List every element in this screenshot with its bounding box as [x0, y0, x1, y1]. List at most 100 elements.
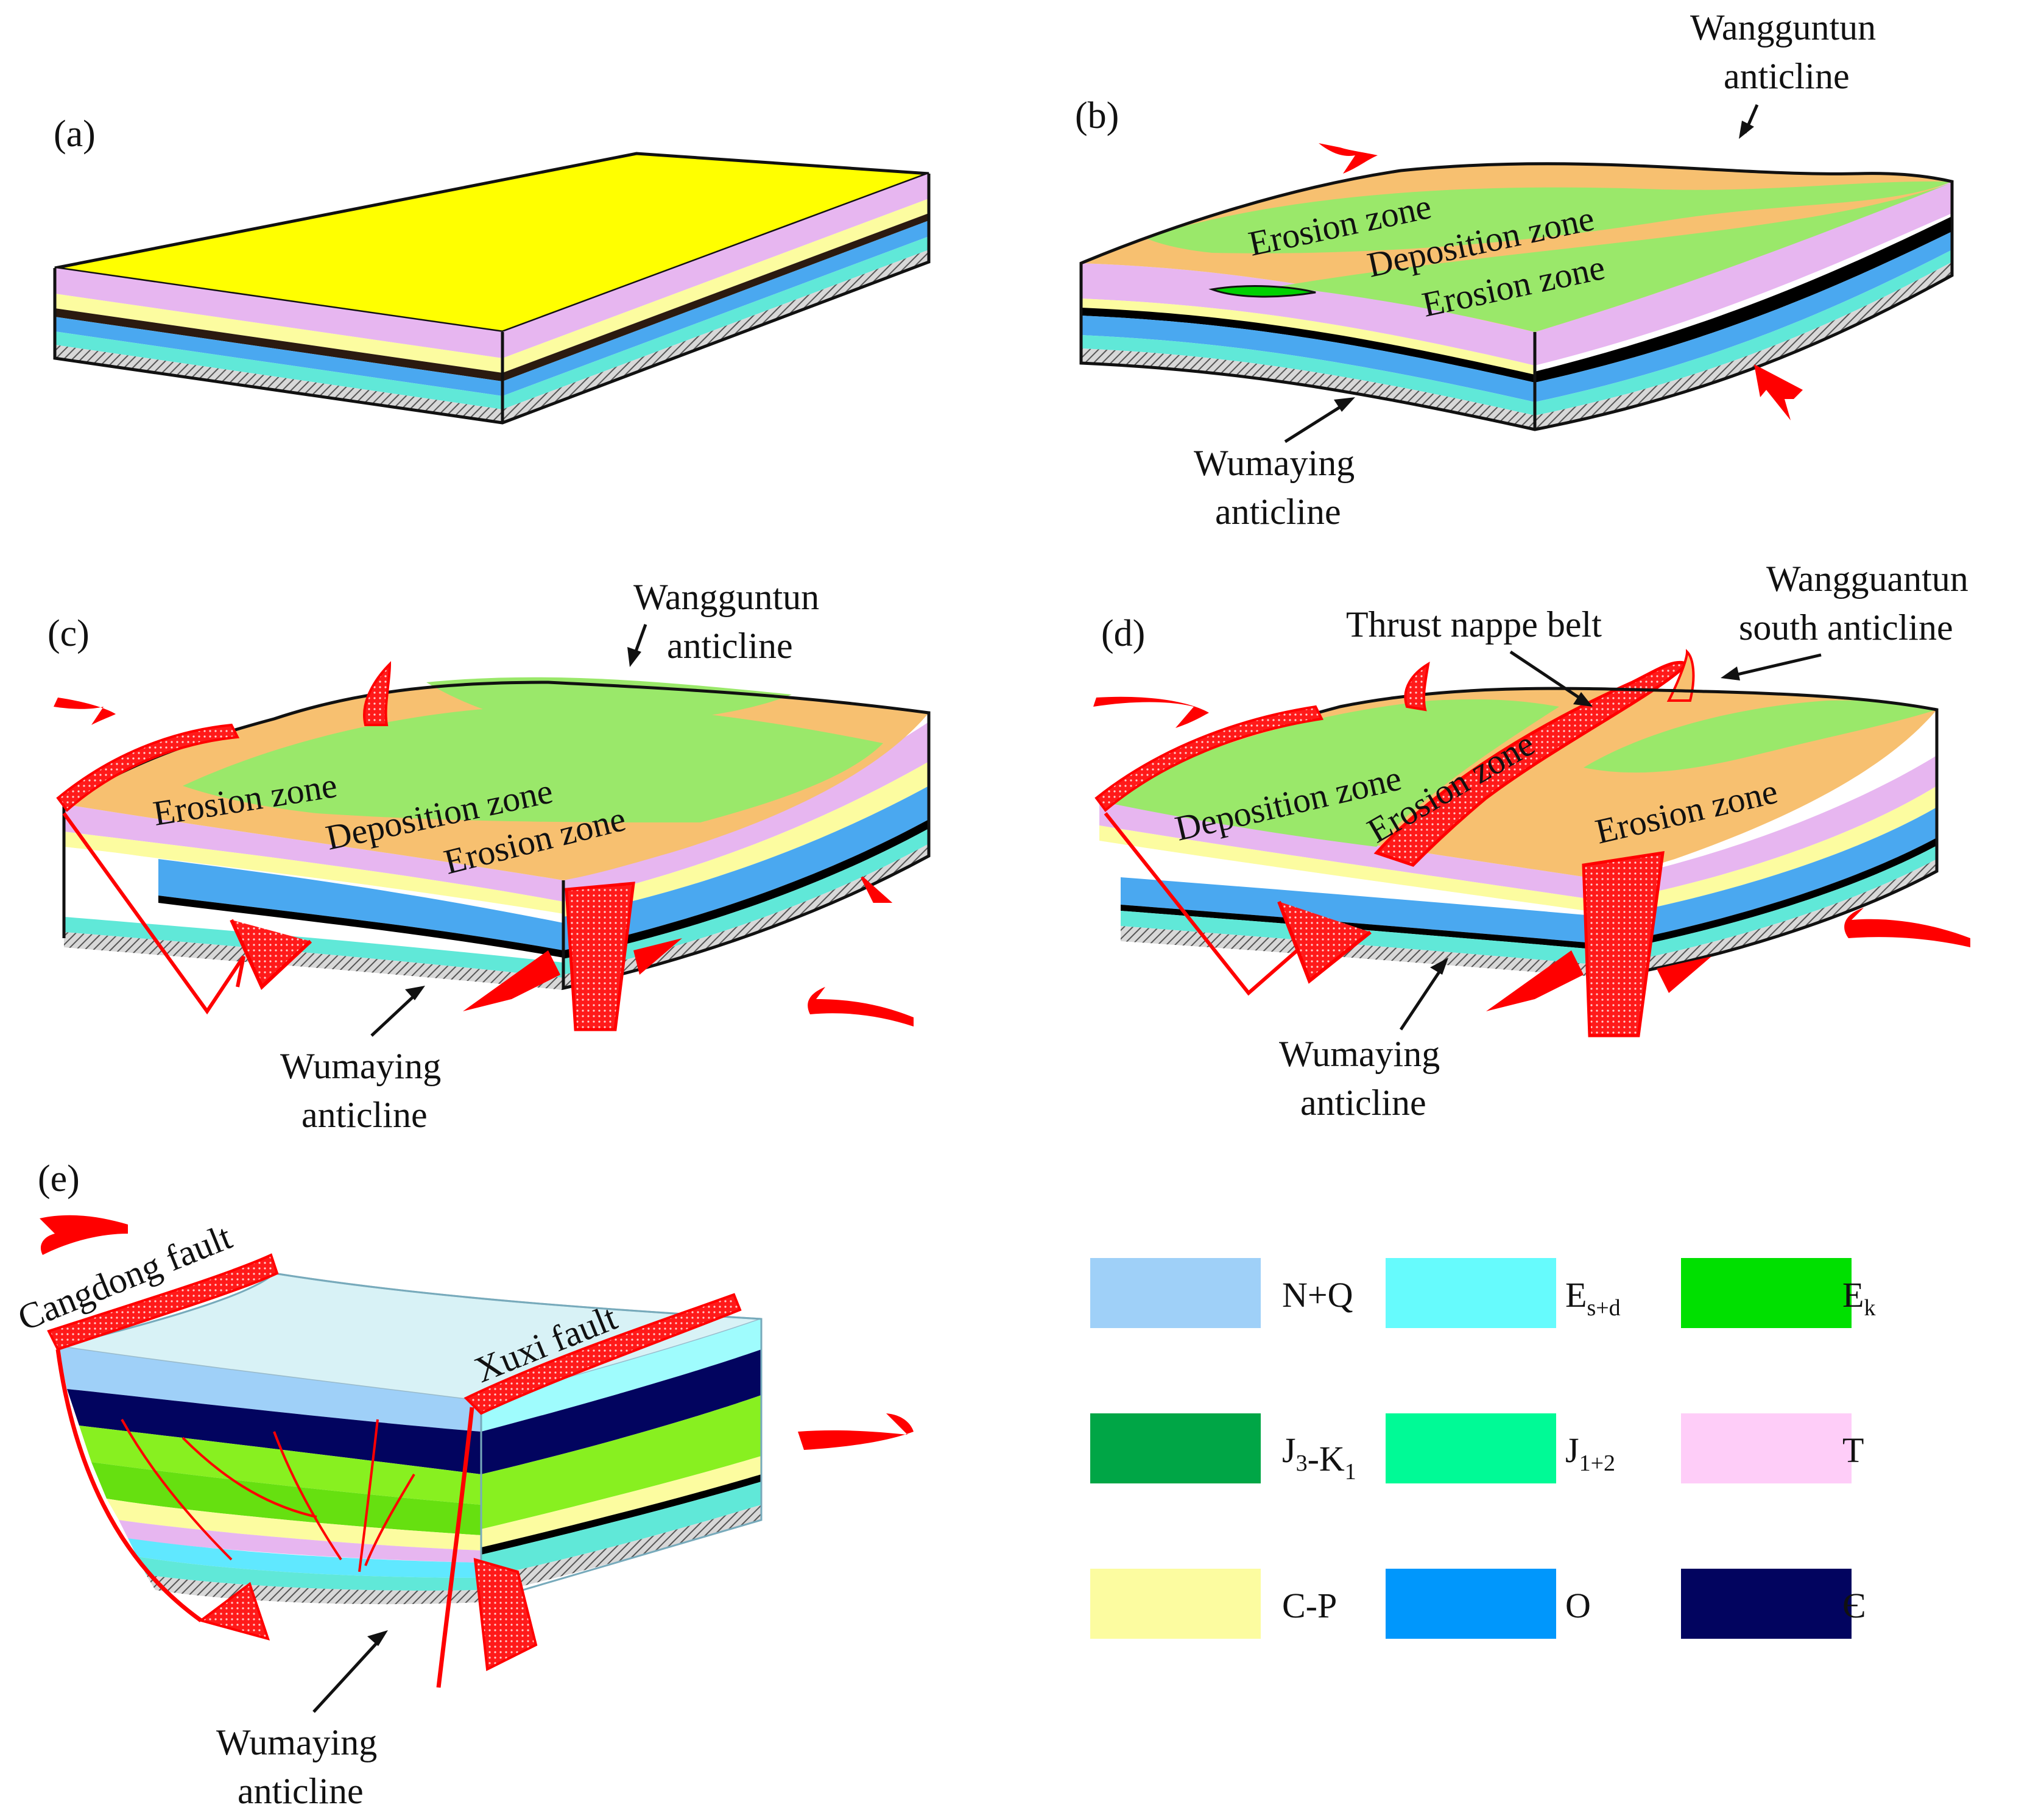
- panel-a-layer-basement: [55, 345, 502, 423]
- panel-e-tag: (e): [38, 1158, 80, 1200]
- panel-c-tag: (c): [48, 613, 90, 654]
- panel-b-tag: (b): [1075, 95, 1119, 136]
- panel-e-layer-cyan: [137, 1557, 481, 1591]
- panel-e-layer-CP: [107, 1499, 481, 1550]
- panel-b-layer-black: [1081, 308, 1535, 383]
- panel-b-right-O: [1535, 231, 1952, 402]
- legend-swatch-8: [1681, 1569, 1852, 1639]
- panel-b-right-basement: [1535, 262, 1952, 429]
- panel-c-layer-CP: [64, 832, 563, 914]
- panel-b-north-label-2: anticline: [1724, 56, 1850, 96]
- panel-e-right-CP: [481, 1456, 761, 1547]
- panel-d-thrust-arrowhead: [1573, 692, 1593, 707]
- panel-e-layer-basement: [146, 1575, 481, 1605]
- panel-a-layer-O: [55, 317, 502, 396]
- panel-c-fault-right: [633, 938, 682, 975]
- panel-a-right-black: [502, 213, 929, 381]
- panel-c-arrow-right: [808, 987, 914, 1027]
- panel-e-layer-green-1: [79, 1426, 481, 1505]
- panel-e-fault-xuxi-plane: [436, 1407, 474, 1688]
- panel-a-right-O: [502, 221, 929, 396]
- panel-b-layer-basement: [1081, 348, 1535, 429]
- panel-e-right-cyan: [481, 1482, 761, 1578]
- panel-a-right-cyan: [502, 236, 929, 409]
- panel-e-arrow-left: [40, 1215, 128, 1255]
- panel-c-arrow-left: [54, 698, 116, 725]
- panel-e-fault-cangdong-block: [47, 1253, 279, 1351]
- panel-c: (c) Erosion zone Deposition zone Erosion…: [48, 577, 931, 1135]
- panel-a-layer-CP: [55, 294, 502, 373]
- panel-c-north-label-2: anticline: [667, 626, 793, 666]
- panel-e-south-label-2: anticline: [238, 1771, 364, 1811]
- panel-c-layer-O: [158, 859, 563, 950]
- panel-d-layer-T: [1099, 801, 1608, 902]
- panel-d-right-O: [1608, 807, 1937, 944]
- panel-b-arrow-left: [1319, 143, 1378, 174]
- panel-d-nappe-spike: [1666, 649, 1695, 702]
- panel-d-layer-CP: [1099, 825, 1608, 914]
- panel-e-right-basement: [481, 1505, 761, 1596]
- panel-c-south-label-2: anticline: [301, 1095, 428, 1135]
- panel-d-south-arrow: [1399, 964, 1445, 1031]
- panel-a: (a): [53, 113, 931, 425]
- legend-swatch-4: [1386, 1413, 1556, 1483]
- panel-c-fault-wedge: [565, 882, 635, 1031]
- panel-e-right-cambrian: [481, 1349, 761, 1474]
- panel-c-north-label-1: Wangguntun: [633, 577, 819, 617]
- panel-d-arrow-right: [1844, 908, 1970, 947]
- panel-d-right-CP: [1608, 786, 1937, 917]
- panel-d-north-label-2: south anticline: [1739, 607, 1953, 648]
- panel-e-south-label-1: Wumaying: [216, 1722, 377, 1762]
- panel-b-south-arrow: [1284, 401, 1347, 444]
- panel-b-layer-T: [1081, 263, 1535, 366]
- panel-a-layer-black: [55, 308, 502, 381]
- panel-a-right-T: [502, 174, 929, 358]
- legend-label-2: Ek: [1842, 1275, 1875, 1321]
- panel-b-right-cyan: [1535, 250, 1952, 415]
- panel-d-right-basement: [1608, 859, 1937, 978]
- panel-e-right-green: [481, 1395, 761, 1529]
- panel-d-arrow-left: [1093, 696, 1209, 728]
- panel-c-south-label-1: Wumaying: [280, 1046, 441, 1086]
- panel-c-fault-far-right: [861, 876, 893, 903]
- legend-swatch-5: [1681, 1413, 1852, 1483]
- legend-label-0: N+Q: [1282, 1275, 1353, 1315]
- panel-b-top-outline: [1079, 162, 1954, 431]
- panel-e-fault-splays: [121, 1419, 415, 1572]
- panel-b-south-label-1: Wumaying: [1194, 443, 1355, 483]
- panel-e-right-NQ: [481, 1319, 761, 1432]
- panel-d-fault-wedge: [1582, 851, 1665, 1037]
- legend-swatch-3: [1090, 1413, 1261, 1483]
- panel-d-fault-wedge-2: [1486, 950, 1584, 1011]
- panel-b-layer-O: [1081, 316, 1535, 402]
- panel-e: (e) Cangdong fault Xuxi fau: [12, 1158, 914, 1811]
- panel-b-deposition-band-2: [1279, 183, 1952, 332]
- panel-c-south-arrowhead: [405, 986, 425, 1000]
- panel-b-south-arrowhead: [1334, 397, 1355, 412]
- panel-c-right-CP: [563, 762, 929, 917]
- legend-label-1: Es+d: [1565, 1275, 1621, 1321]
- panel-b-deposition-band: [1145, 181, 1952, 253]
- panel-e-south-arrowhead: [367, 1630, 388, 1646]
- legend-label-6: C-P: [1282, 1586, 1337, 1625]
- panel-d-north-arrowhead: [1721, 666, 1740, 680]
- panel-d-deposition-band-2: [1584, 700, 1937, 773]
- legend-swatch-1: [1386, 1258, 1556, 1328]
- legend-label-3: J3-K1: [1282, 1430, 1356, 1485]
- panel-c-fault-thrust-1: [62, 812, 245, 1015]
- panel-c-fault-thrust-2: [230, 919, 312, 991]
- panel-a-outline: [53, 174, 931, 425]
- panel-c-deposition-band: [183, 705, 883, 822]
- panel-d-fold-spike: [1404, 662, 1430, 712]
- panel-c-layer-basement: [64, 932, 563, 990]
- panel-b-green-lens: [1208, 285, 1316, 298]
- legend-swatch-2: [1681, 1258, 1852, 1328]
- panel-d-south-label-1: Wumaying: [1279, 1034, 1440, 1074]
- panel-b-north-label-1: Wangguntun: [1690, 7, 1876, 48]
- legend-label-7: O: [1565, 1586, 1591, 1625]
- panel-c-right-O: [563, 786, 929, 950]
- panel-e-fault-left-wedge: [198, 1582, 270, 1641]
- panel-d-layer-O: [1121, 877, 1608, 944]
- panel-d-right-cyan: [1608, 846, 1937, 966]
